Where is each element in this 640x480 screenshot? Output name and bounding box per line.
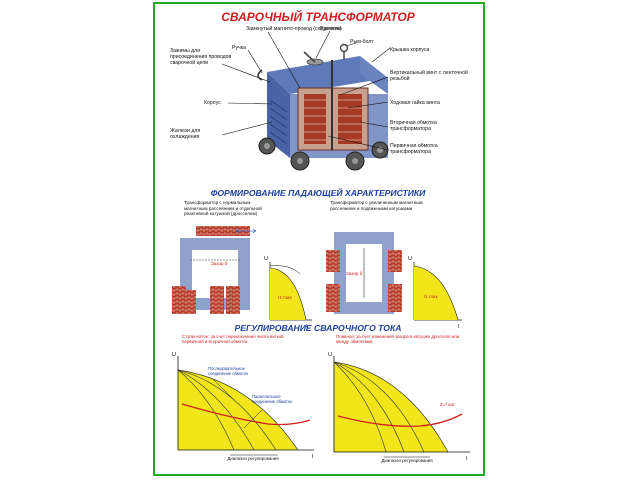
right-regulation-graph [333,356,470,458]
label-louvers-box: Жалюзи для охлаждения [170,128,201,140]
label-handle: Ручка [232,45,246,51]
section2-right-caption: Трансформатор с увеличенным магнитным ра… [330,200,423,211]
left-transformer-core [172,226,257,314]
label-screw: Вертикальный винт с ленточной резьбой [390,70,468,82]
section2-left-caption-box: Трансформатор с нормальным магнитным рас… [184,200,262,217]
section2-right-caption-box: Трансформатор с увеличенным магнитным ра… [330,200,423,211]
label-screw-box: Вертикальный винт с ленточной резьбой [390,70,468,82]
label-core: Замкнутый магнито-провод (сердечник) [246,25,342,32]
left-regulation-graph [177,356,314,456]
right-reg-axis-i: I [466,456,468,462]
left-graph-u: U [264,256,268,262]
right-note: Z=f var [440,402,455,407]
transformer-illustration [257,43,389,171]
left-mini-graph [269,262,312,321]
section3-heading: РЕГУЛИРОВАНИЕ СВАРОЧНОГО ТОКА [235,323,402,333]
section3-left-caption-box: Ступенчатое: за счет переключения числа … [182,334,284,345]
label-crank: Рукоятка [320,26,342,32]
label-clamps-box: Зажимы для присоединения проводов свароч… [170,48,232,66]
left-note2: Параллельное соединение обмоток [252,394,293,404]
label-body: Корпус [204,100,221,106]
left-graph-i: I [306,324,308,330]
left-reg-axis-i: I [312,454,314,460]
right-graph-i: I [458,324,460,330]
gap-label-right: Зазор δ [346,271,363,276]
right-graph-u: U [408,256,412,262]
right-mini-graph [413,262,462,321]
label-bolt: Рым-болт [350,39,374,45]
right-range-box: Диапазон регулирования [381,458,433,463]
leader-lines [221,30,391,151]
section3-right-caption-box: Плавное: за счет изменения зазора в кату… [336,334,460,345]
left-note1-box: Последовательное соединение обмоток [208,366,249,376]
right-reg-axis-u: U [328,352,332,358]
right-range-label: Диапазон регулирования [381,458,433,463]
label-clamps: Зажимы для присоединения проводов свароч… [170,48,232,66]
left-note2-box: Параллельное соединение обмоток [252,394,293,404]
label-primary: Первичная обмотка трансформатора [390,143,438,155]
left-range-box: Диапазон регулирования [227,456,279,461]
transformer-label-core: Замкнутый магнито-провод (сердечник) [246,25,342,32]
left-range-label: Диапазон регулирования [227,456,279,461]
label-nut: Ходовая гайка винта [390,99,440,106]
section3-right-caption: Плавное: за счет изменения зазора в кату… [336,334,460,345]
label-secondary-box: Вторичная обмотка трансформатора [390,120,437,132]
label-primary-box: Первичная обмотка трансформатора [390,143,438,155]
gap-label-left: Зазор δ [211,261,228,266]
left-note1: Последовательное соединение обмоток [208,366,249,376]
section2-left-caption: Трансформатор с нормальным магнитным рас… [184,200,262,217]
right-transformer-core [326,232,402,314]
section3-left-caption: Ступенчатое: за счет переключения числа … [182,334,284,345]
label-louvers: Жалюзи для охлаждения [170,128,201,140]
section2-heading: ФОРМИРОВАНИЕ ПАДАЮЩЕЙ ХАРАКТЕРИСТИКИ [211,187,427,198]
right-graph-curve: I1 max [424,294,438,299]
label-cover: Крышка корпуса [390,47,430,53]
left-graph-curve: I1 max [278,295,292,300]
left-reg-axis-u: U [172,352,176,358]
poster-title: СВАРОЧНЫЙ ТРАНСФОРМАТОР [221,8,416,24]
label-secondary: Вторичная обмотка трансформатора [390,120,437,132]
